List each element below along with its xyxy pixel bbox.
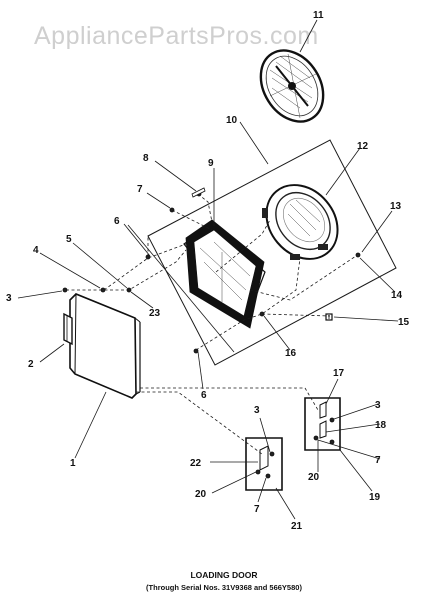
callout-18: 18 [375, 420, 387, 431]
callout-3a: 3 [6, 293, 12, 304]
callout-23: 23 [149, 308, 161, 319]
callout-labels: 11 10 12 8 9 7 13 6 5 4 14 3 23 15 16 2 … [6, 10, 410, 532]
part-1-door-panel [69, 293, 141, 399]
callout-9: 9 [208, 158, 214, 169]
part-15-screw [325, 313, 333, 321]
callout-16: 16 [285, 348, 297, 359]
diagram-subtitle: (Through Serial Nos. 31V9368 and 566Y580… [146, 583, 302, 592]
callout-7a: 7 [137, 184, 143, 195]
callout-2: 2 [28, 359, 34, 370]
callout-10: 10 [226, 115, 238, 126]
callout-7c: 7 [375, 455, 381, 466]
callout-14: 14 [391, 290, 403, 301]
callout-4: 4 [33, 245, 39, 256]
callout-3c: 3 [375, 400, 381, 411]
part-2-door-handle [63, 312, 73, 346]
callout-19: 19 [369, 492, 381, 503]
hinge-assembly-right [304, 397, 341, 451]
part-12-window-ring [262, 184, 339, 260]
callout-20a: 20 [195, 489, 207, 500]
callout-21: 21 [291, 521, 303, 532]
callout-11: 11 [313, 10, 324, 21]
diagram-title: LOADING DOOR [190, 570, 257, 580]
callout-15: 15 [398, 317, 410, 328]
callout-5: 5 [66, 234, 72, 245]
callout-3b: 3 [254, 405, 260, 416]
part-11-filter-wheel [259, 49, 325, 123]
callout-13: 13 [390, 201, 402, 212]
assembly-lines [66, 193, 357, 455]
callout-6b: 6 [201, 390, 207, 401]
callout-7b: 7 [254, 504, 260, 515]
callout-6a: 6 [114, 216, 120, 227]
hinge-assembly-center [245, 437, 283, 491]
callout-8: 8 [143, 153, 149, 164]
callout-1: 1 [70, 458, 76, 469]
callout-20b: 20 [308, 472, 320, 483]
part-10-rear-panel [147, 139, 397, 366]
watermark-text: AppliancePartsPros.com [34, 22, 319, 50]
callout-12: 12 [357, 141, 369, 152]
callout-17: 17 [333, 368, 345, 379]
callout-22: 22 [190, 458, 202, 469]
part-9-door-frame [183, 219, 266, 329]
leader-lines [17, 19, 399, 520]
